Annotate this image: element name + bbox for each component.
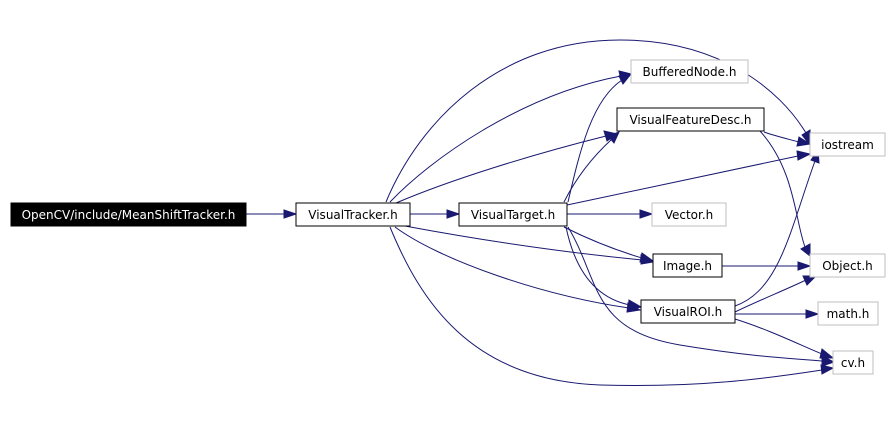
arrowhead-icon: [283, 209, 298, 219]
node-visual-tracker-box: [295, 202, 411, 227]
edge-visualtarget-iostream: [566, 155, 799, 206]
node-vector[interactable]: Vector.h: [651, 202, 727, 227]
edge-visualfeaturedesc-object: [759, 130, 806, 248]
node-iostream-box: [809, 132, 886, 157]
edge-visualroi-iostream: [734, 160, 816, 307]
node-image-box: [652, 253, 723, 278]
edge-visualtracker-cv: [389, 226, 823, 387]
edge-visualtarget-image: [563, 226, 643, 259]
node-image-label: Image.h: [663, 259, 712, 273]
edge-visualtarget-visualfeaturedesc: [563, 138, 613, 203]
node-buffered-node-box: [630, 59, 749, 84]
node-cv[interactable]: cv.h: [832, 350, 874, 375]
edge-visualfeaturedesc-iostream: [763, 131, 800, 143]
edge-visualtarget-bufferednode: [567, 79, 623, 203]
node-image[interactable]: Image.h: [652, 253, 723, 278]
arrowhead-icon: [639, 252, 655, 263]
node-mean-shift-tracker[interactable]: OpenCV/include/MeanShiftTracker.h: [10, 202, 247, 227]
node-visual-feature-desc-box: [616, 107, 765, 132]
node-visual-roi-label: VisualROI.h: [654, 305, 723, 319]
node-buffered-node-label: BufferedNode.h: [643, 65, 737, 79]
arrowhead-icon: [607, 131, 620, 144]
edge-visualtarget-cv: [567, 226, 823, 362]
node-mean-shift-tracker-box: [10, 202, 247, 227]
arrowhead-icon: [820, 364, 835, 375]
edge-visualroi-object: [734, 279, 807, 313]
node-visual-roi[interactable]: VisualROI.h: [640, 299, 736, 324]
node-object[interactable]: Object.h: [809, 253, 886, 278]
arrowhead-icon: [805, 309, 820, 319]
node-math-label: math.h: [827, 307, 870, 321]
edge-visualtracker-visualroi: [394, 226, 630, 309]
node-object-label: Object.h: [822, 259, 873, 273]
edge-visualtracker-iostream: [385, 39, 807, 203]
edge-visualtracker-bufferednode: [389, 75, 622, 203]
node-mean-shift-tracker-label: OpenCV/include/MeanShiftTracker.h: [22, 208, 236, 222]
node-visual-feature-desc[interactable]: VisualFeatureDesc.h: [616, 107, 765, 132]
arrowhead-icon: [627, 299, 643, 311]
node-cv-label: cv.h: [841, 356, 865, 370]
arrowhead-icon: [446, 209, 461, 219]
node-visual-tracker[interactable]: VisualTracker.h: [295, 202, 411, 227]
node-object-box: [809, 253, 886, 278]
node-visual-target-box: [458, 202, 568, 227]
arrowhead-icon: [796, 150, 812, 161]
node-math[interactable]: math.h: [817, 301, 879, 326]
edge-visualtarget-visualroi: [565, 226, 631, 306]
node-vector-box: [651, 202, 727, 227]
edge-visualtracker-image: [404, 225, 643, 261]
node-vector-label: Vector.h: [665, 208, 714, 222]
arrowhead-icon: [797, 261, 812, 271]
node-cv-box: [832, 350, 874, 375]
node-visual-tracker-label: VisualTracker.h: [308, 208, 397, 222]
edge-visualtracker-visualfeaturedesc: [395, 135, 607, 204]
node-visual-target-label: VisualTarget.h: [471, 208, 555, 222]
arrowhead-icon: [639, 209, 654, 219]
arrowhead-icon: [618, 73, 633, 85]
node-math-box: [817, 301, 879, 326]
node-iostream-label: iostream: [821, 138, 874, 152]
node-visual-feature-desc-label: VisualFeatureDesc.h: [629, 113, 751, 127]
node-visual-target[interactable]: VisualTarget.h: [458, 202, 568, 227]
arrowhead-icon: [800, 243, 811, 258]
arrowhead-icon: [819, 348, 835, 359]
node-visual-roi-box: [640, 299, 736, 324]
arrowhead-icon: [796, 136, 812, 147]
node-buffered-node[interactable]: BufferedNode.h: [630, 59, 749, 84]
node-iostream[interactable]: iostream: [809, 132, 886, 157]
edge-visualroi-cv: [734, 318, 823, 355]
